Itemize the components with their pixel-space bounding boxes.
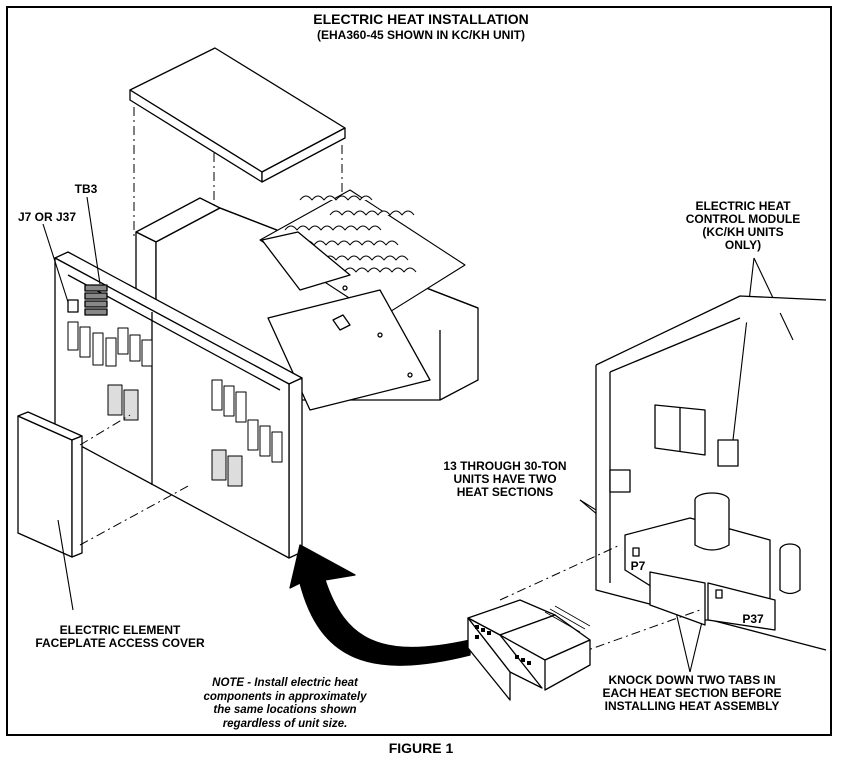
figure-caption: FIGURE 1 <box>388 740 454 756</box>
label-heat-sections: 13 THROUGH 30-TON UNITS HAVE TWO HEAT SE… <box>443 459 567 499</box>
relay-blocks <box>67 321 283 487</box>
label-tb3: TB3 <box>74 182 98 196</box>
diagram-frame <box>6 6 832 736</box>
faceplate-access-cover <box>17 411 83 558</box>
control-panel <box>54 251 303 559</box>
install-direction-arrow <box>289 544 471 666</box>
cover-guide-lines-lower <box>79 414 191 546</box>
control-module <box>717 439 739 467</box>
diagram-subtitle: (EHA360-45 SHOWN IN KC/KH UNIT) <box>316 28 526 42</box>
tb3-terminal-block <box>84 284 108 316</box>
installation-note: NOTE - Install electric heat components … <box>203 677 367 730</box>
unit-cabinet <box>595 295 827 651</box>
label-faceplate-cover: ELECTRIC ELEMENT FACEPLATE ACCESS COVER <box>35 623 205 650</box>
label-control-module: ELECTRIC HEAT CONTROL MODULE (KC/KH UNIT… <box>685 199 801 252</box>
label-p7: P7 <box>630 559 646 573</box>
diagram-title: ELECTRIC HEAT INSTALLATION <box>313 11 529 27</box>
small-heat-assembly <box>467 599 591 701</box>
j7-connector <box>67 299 79 313</box>
label-p37: P37 <box>742 612 764 626</box>
label-j7-or-j37: J7 OR J37 <box>17 210 77 224</box>
label-knock-down-tabs: KNOCK DOWN TWO TABS IN EACH HEAT SECTION… <box>602 673 782 713</box>
top-cover-panel <box>129 47 346 183</box>
